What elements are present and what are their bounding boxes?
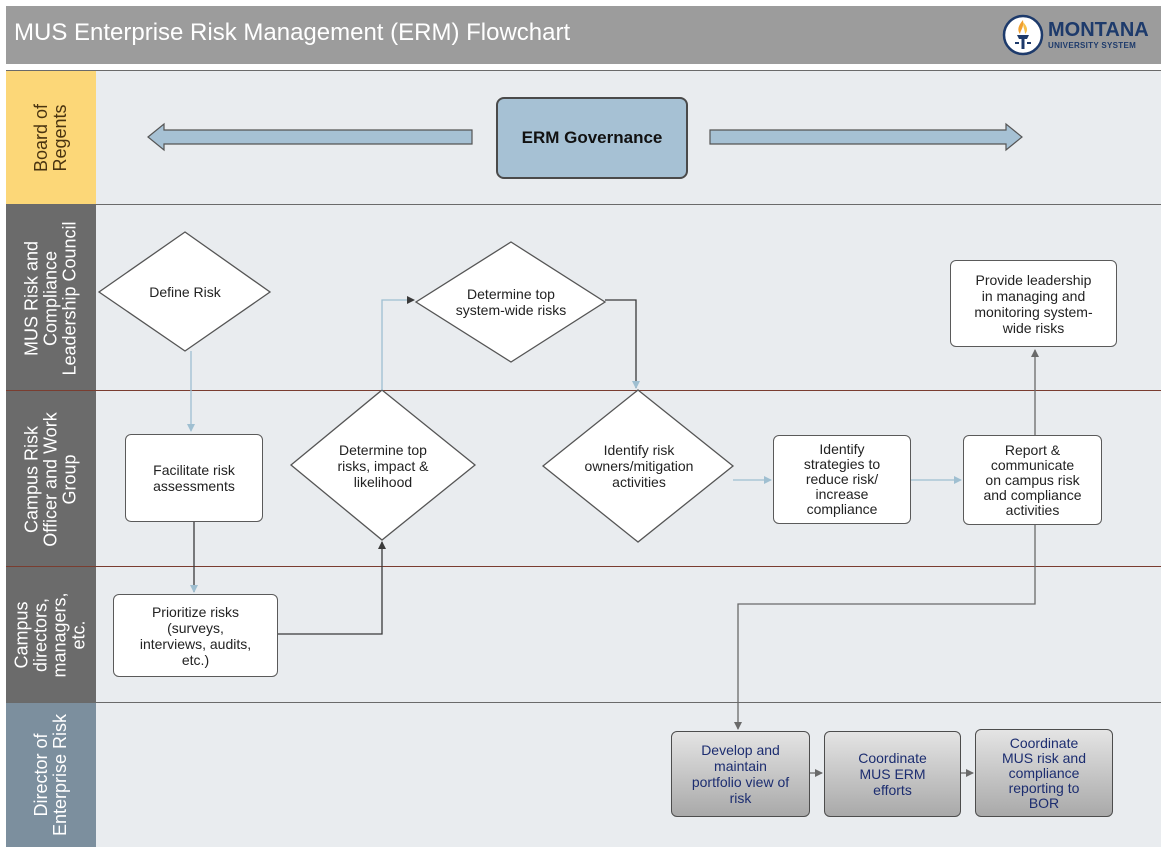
- identify-strategies-box: Identify strategies to reduce risk/ incr…: [773, 435, 911, 524]
- connector-prioritize-to-determine-top: [278, 541, 386, 635]
- title-bar: MUS Enterprise Risk Management (ERM) Flo…: [6, 6, 1161, 64]
- identify-risk-owners-label: Identify risk owners/mitigation activiti…: [584, 442, 694, 490]
- montana-university-system-logo: MONTANA UNIVERSITY SYSTEM: [1002, 12, 1164, 58]
- develop-portfolio-box: Develop and maintain portfolio view of r…: [671, 731, 810, 817]
- determine-top-risks-impact-diamond: [289, 389, 477, 541]
- connector-determine-top-to-system-risks: [381, 296, 415, 390]
- provide-leadership-box: Provide leadership in managing and monit…: [950, 260, 1117, 347]
- logo-subtitle: UNIVERSITY SYSTEM: [1048, 41, 1137, 50]
- connector-report-to-portfolio: [734, 525, 1036, 730]
- determine-top-system-risks-label: Determine top system-wide risks: [455, 286, 567, 318]
- governance-arrow-left: [147, 122, 473, 152]
- determine-top-system-risks-diamond: [414, 241, 607, 363]
- prioritize-risks-box: Prioritize risks (surveys, interviews, a…: [113, 594, 278, 677]
- governance-arrow-right: [709, 122, 1023, 152]
- define-risk-diamond: [97, 231, 272, 352]
- define-risk-label: Define Risk: [149, 284, 221, 300]
- page-title: MUS Enterprise Risk Management (ERM) Flo…: [14, 19, 571, 46]
- coordinate-reporting-box: Coordinate MUS risk and compliance repor…: [975, 729, 1113, 817]
- identify-risk-owners-diamond: [541, 389, 735, 543]
- torch-icon: [1002, 14, 1044, 56]
- report-communicate-box: Report & communicate on campus risk and …: [963, 435, 1102, 525]
- facilitate-risk-assessments-box: Facilitate risk assessments: [125, 434, 263, 522]
- connector-system-risks-to-identify-owners: [605, 299, 640, 389]
- determine-top-risks-impact-label: Determine top risks, impact & likelihood: [337, 442, 429, 490]
- coordinate-erm-box: Coordinate MUS ERM efforts: [824, 731, 961, 817]
- erm-governance-box: ERM Governance: [496, 97, 688, 179]
- logo-title: MONTANA: [1048, 19, 1149, 41]
